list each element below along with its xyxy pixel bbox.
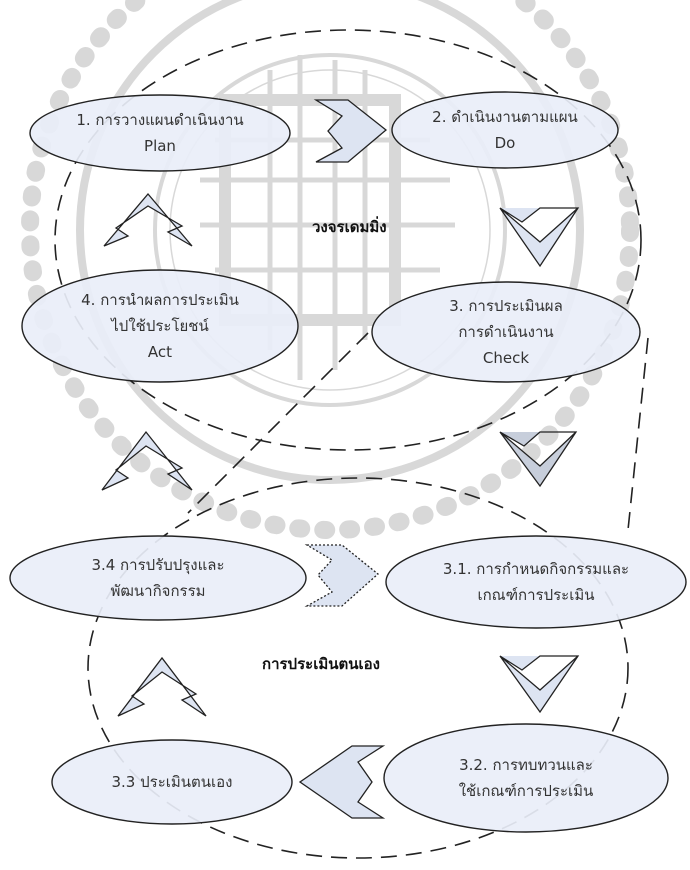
node-check-ellipse bbox=[371, 281, 641, 383]
arrow-act-to-plan-icon bbox=[103, 192, 193, 247]
arrow-31-to-32-icon bbox=[499, 655, 580, 714]
arrow-do-to-check-icon bbox=[499, 207, 580, 268]
arrow-33-to-34-icon bbox=[117, 656, 207, 717]
arrow-34-to-31-icon bbox=[304, 544, 380, 607]
node-act-ellipse bbox=[21, 269, 299, 383]
node-plan-ellipse bbox=[29, 94, 291, 172]
arrow-check-to-inner-icon bbox=[499, 431, 578, 488]
self-assessment-cycle-label: การประเมินตนเอง bbox=[262, 655, 380, 673]
node-review-use-criteria-ellipse bbox=[383, 723, 669, 833]
node-do-ellipse bbox=[391, 91, 619, 169]
outer-cycle-dashed-line bbox=[54, 29, 642, 451]
node-self-assessment-ellipse bbox=[51, 739, 293, 825]
deming-cycle-label: วงจรเดมมิ่ง bbox=[312, 218, 387, 236]
arrow-plan-to-do-icon bbox=[313, 99, 388, 163]
inner-cycle-dashed-line bbox=[87, 477, 629, 859]
node-improve-develop-activities-ellipse bbox=[9, 535, 307, 621]
connector-dashed-line-left bbox=[187, 332, 369, 514]
node-define-activities-criteria-ellipse bbox=[385, 535, 687, 629]
watermark-seal bbox=[21, 0, 639, 539]
arrow-32-to-33-icon bbox=[298, 745, 386, 819]
connector-dashed-line-right bbox=[627, 337, 649, 531]
flow-arrows bbox=[101, 99, 580, 819]
arrow-inner-to-act-icon bbox=[101, 430, 193, 491]
node-shapes bbox=[9, 91, 687, 833]
